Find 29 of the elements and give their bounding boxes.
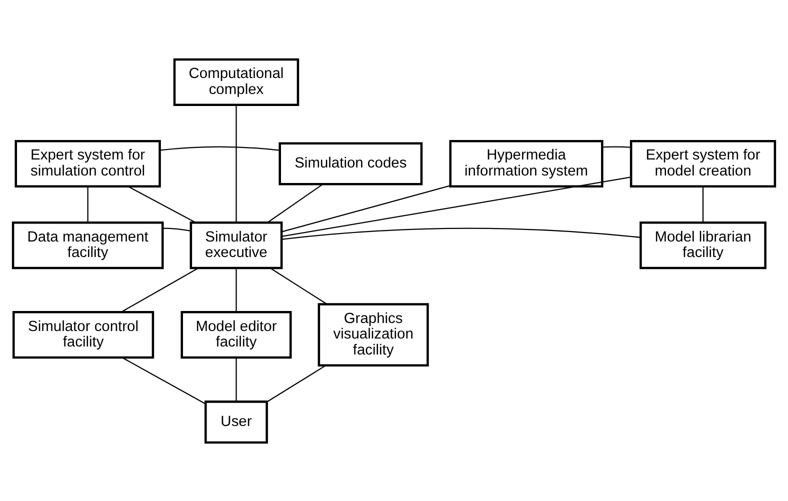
connector bbox=[122, 356, 206, 404]
node-box: Graphics visualization facility bbox=[318, 302, 429, 366]
node-box: Expert system for simulation control bbox=[14, 139, 161, 188]
node-box: Data management facility bbox=[12, 221, 164, 269]
node-box: Simulation codes bbox=[278, 142, 423, 185]
connector bbox=[236, 357, 237, 401]
connector bbox=[266, 364, 326, 402]
connector bbox=[270, 267, 328, 304]
connector bbox=[282, 184, 450, 232]
node-box: Computational complex bbox=[173, 58, 300, 106]
node-box: Hypermedia information system bbox=[449, 139, 604, 188]
connector bbox=[236, 268, 237, 312]
node-box: Model editor facility bbox=[180, 310, 292, 358]
connector bbox=[282, 227, 641, 240]
connector bbox=[702, 186, 704, 222]
connector bbox=[602, 146, 631, 148]
connector bbox=[160, 146, 280, 150]
node-box: Expert system for model creation bbox=[630, 139, 776, 188]
connector bbox=[236, 104, 237, 222]
connector bbox=[267, 183, 323, 222]
connector bbox=[87, 186, 88, 222]
connector bbox=[162, 227, 191, 231]
connector bbox=[120, 267, 199, 312]
node-box: Simulator control facility bbox=[12, 310, 154, 358]
node-box: Model librarian facility bbox=[640, 221, 766, 269]
node-box: Simulator executive bbox=[190, 221, 283, 269]
connector bbox=[282, 176, 631, 237]
node-box: User bbox=[204, 400, 268, 444]
connector bbox=[128, 186, 196, 223]
